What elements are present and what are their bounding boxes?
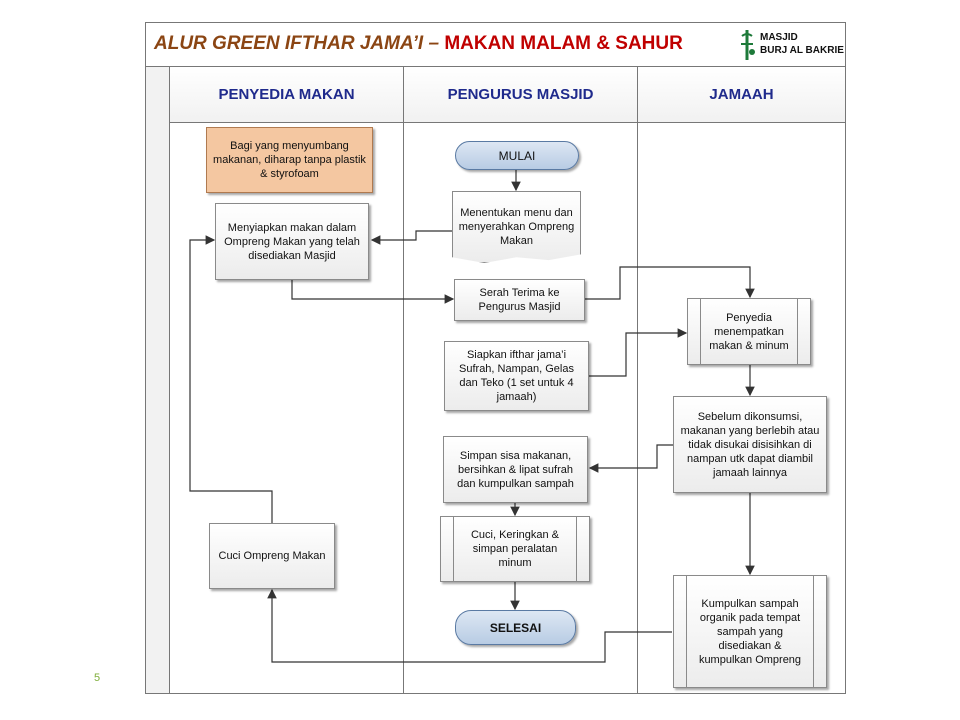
page-number: 5 [94,672,101,684]
document-menentukan-menu: Menentukan menu dan menyerahkan Ompreng … [452,191,581,263]
title-bar: ALUR GREEN IFTHAR JAMA’I – MAKAN MALAM &… [146,23,845,67]
arrow-kumpulkan-to-cuci-ompreng [267,588,672,663]
masjid-logo: MASJID BURJ AL BAKRIE [738,27,844,63]
process-kumpulkan-sampah: Kumpulkan sampah organik pada tempat sam… [673,575,827,688]
lane-divider-1 [403,123,404,693]
lane-divider-2 [637,123,638,693]
mosque-logo-icon [741,30,755,60]
arrow-serah-to-penyedia [585,266,755,300]
arrow-sebelum-to-simpan [588,444,673,473]
terminator-selesai: SELESAI [455,610,576,645]
process-simpan-sisa: Simpan sisa makanan, bersihkan & lipat s… [443,436,588,503]
process-serah-terima: Serah Terima ke Pengurus Masjid [454,279,585,321]
arrow-siapkan-to-penyedia [589,328,688,377]
arrow-menyiapkan-to-serah [291,280,455,304]
process-cuci-keringkan: Cuci, Keringkan & simpan peralatan minum [440,516,590,582]
process-penyedia-menempatkan: Penyedia menempatkan makan & minum [687,298,811,365]
arrow-menentukan-to-menyiapkan [370,230,452,245]
process-cuci-ompreng: Cuci Ompreng Makan [209,523,335,589]
lane-header-jamaah: JAMAAH [638,67,845,123]
lane-header-penyedia-makan: PENYEDIA MAKAN [170,67,404,123]
left-stub-column [146,67,170,693]
process-siapkan-ifthar: Siapkan ifthar jama’i Sufrah, Nampan, Ge… [444,341,589,411]
title-part-1: ALUR GREEN IFTHAR JAMA’I – [154,33,445,54]
logo-line-1: MASJID [760,32,798,43]
arrow-cuci-ompreng-to-menyiapkan [189,235,273,524]
note-no-plastic: Bagi yang menyumbang makanan, diharap ta… [206,127,373,193]
diagram-title: ALUR GREEN IFTHAR JAMA’I – MAKAN MALAM &… [154,33,683,55]
terminator-mulai: MULAI [455,141,579,170]
lane-header-pengurus-masjid: PENGURUS MASJID [404,67,638,123]
process-menyiapkan-makan: Menyiapkan makan dalam Ompreng Makan yan… [215,203,369,280]
diagram-frame [145,22,846,694]
title-part-2: MAKAN MALAM & SAHUR [444,33,683,54]
logo-line-2: BURJ AL BAKRIE [760,45,844,56]
process-sebelum-dikonsumsi: Sebelum dikonsumsi, makanan yang berlebi… [673,396,827,493]
logo-text: MASJID BURJ AL BAKRIE [760,31,844,57]
